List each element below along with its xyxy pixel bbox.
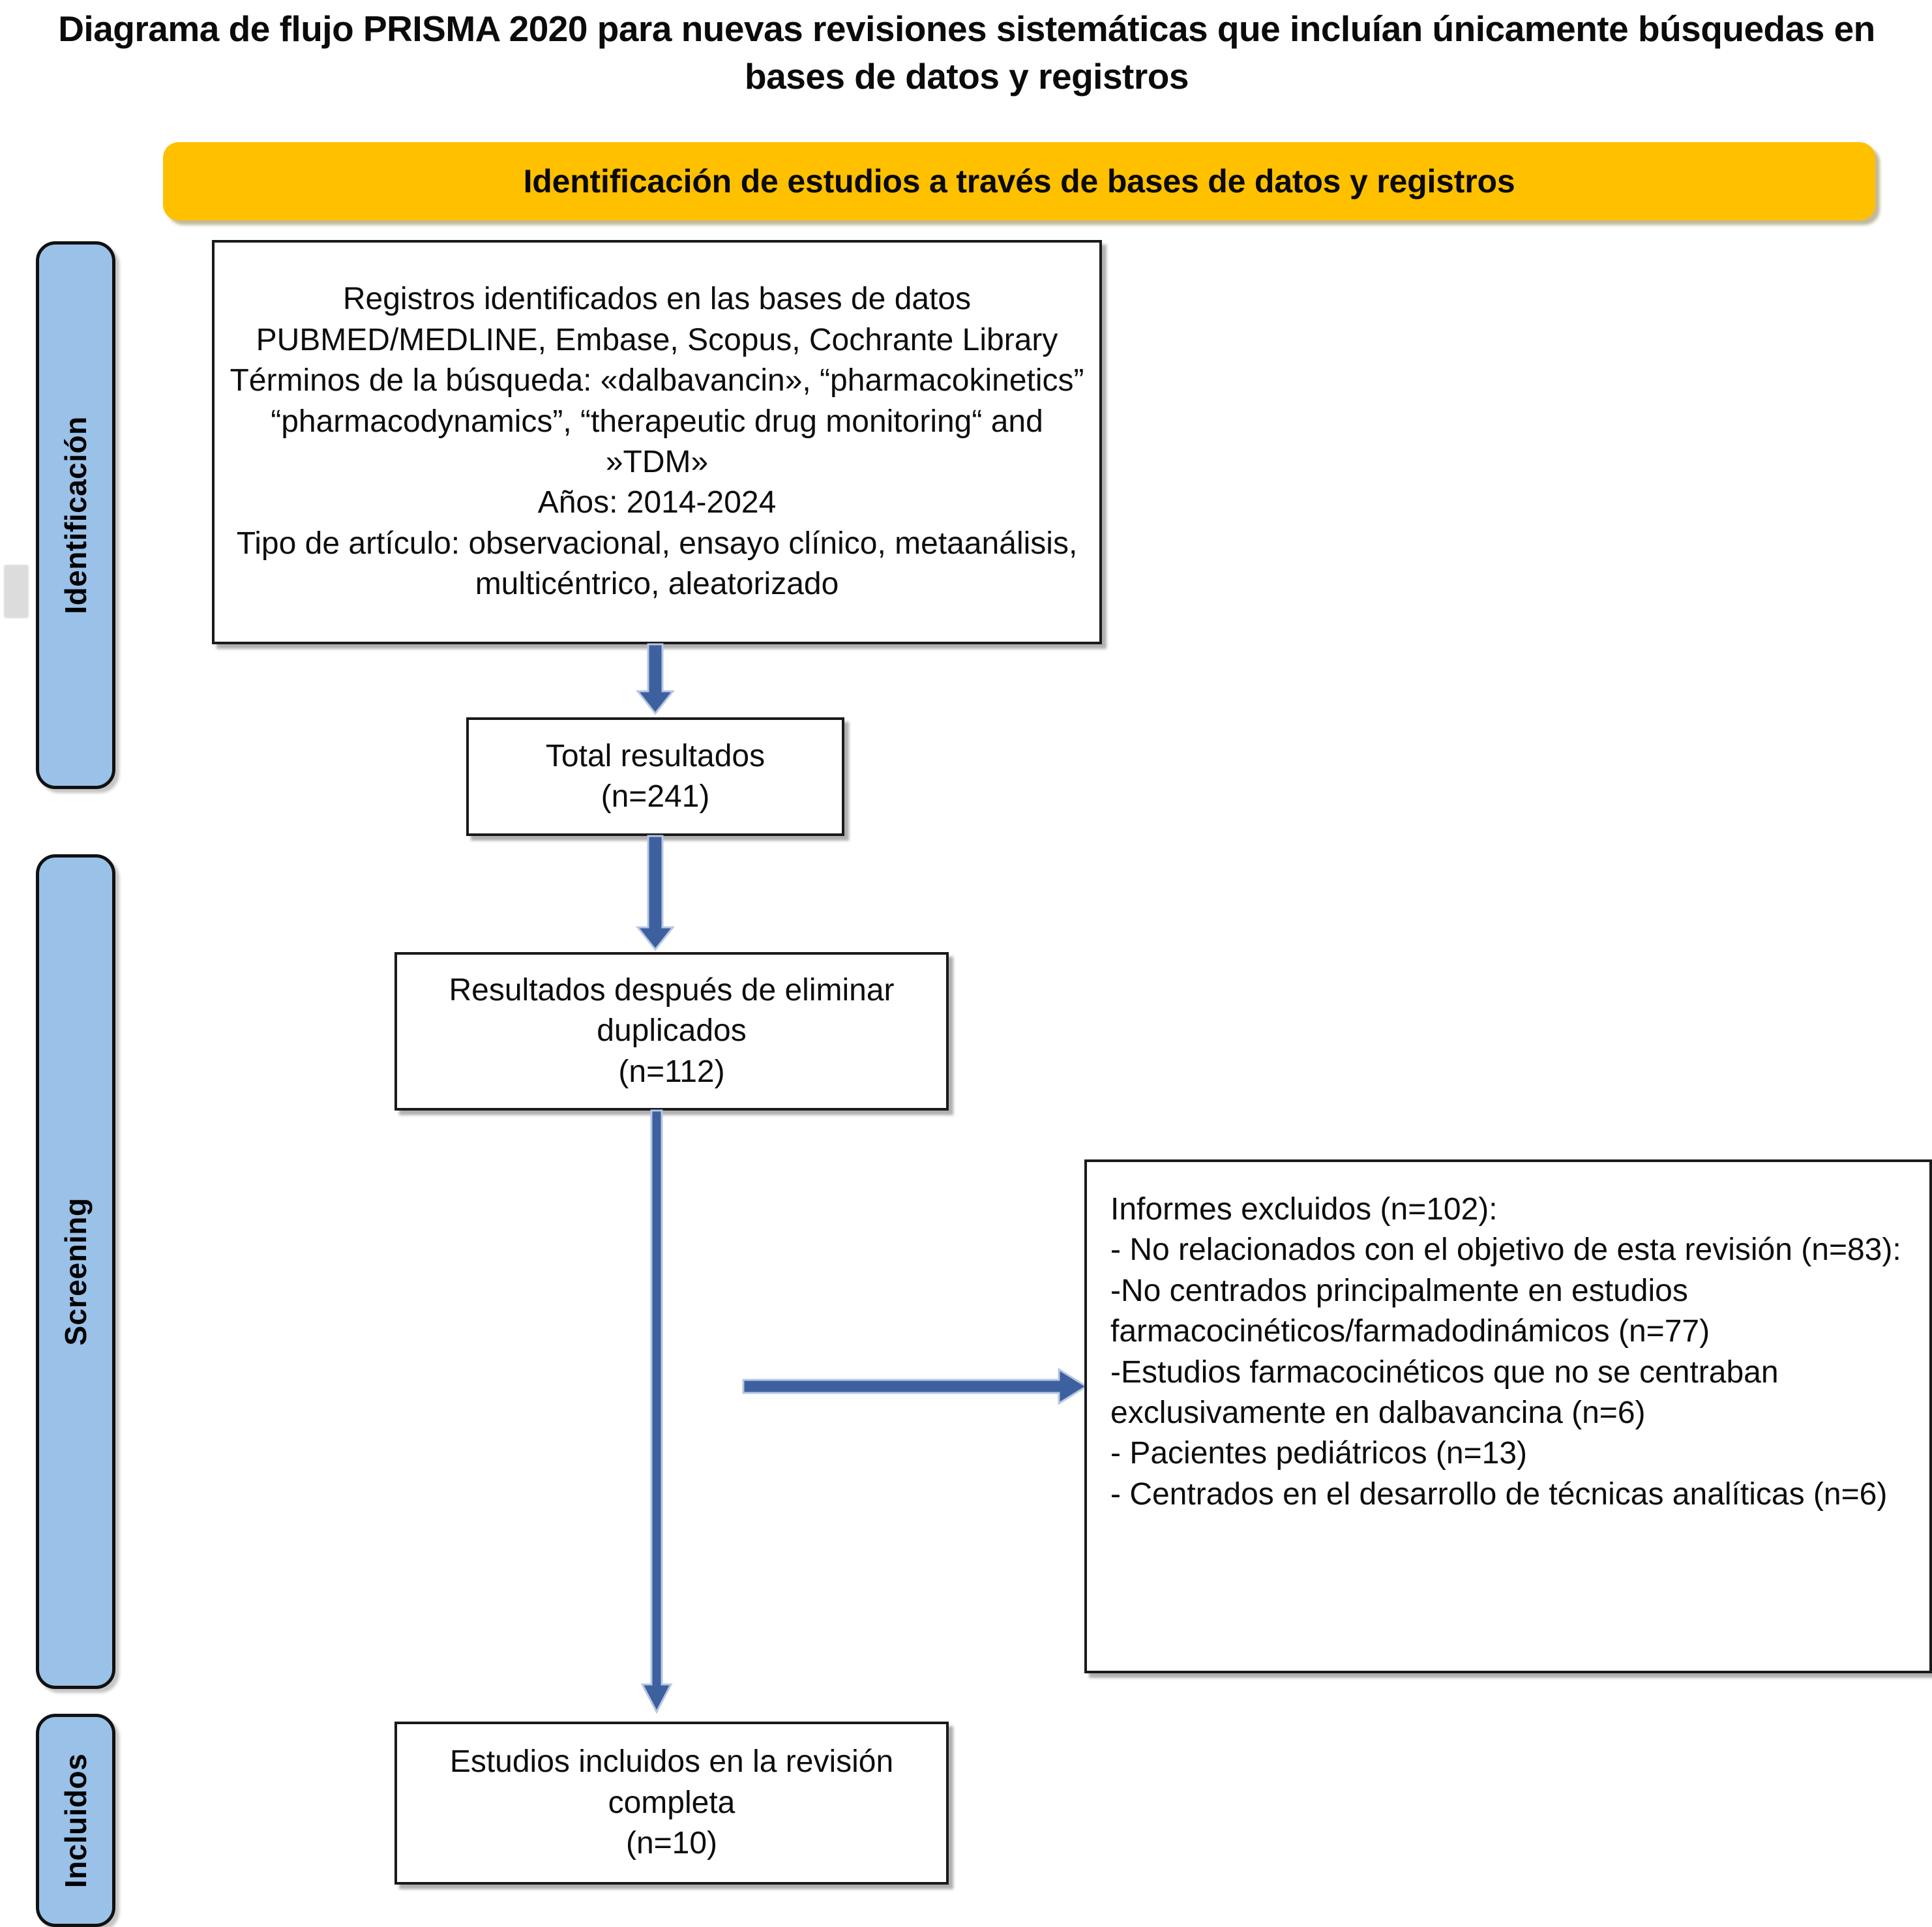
- box-included-studies: Estudios incluidos en la revisión comple…: [394, 1722, 949, 1885]
- identification-banner-label: Identificación de estudios a través de b…: [523, 163, 1515, 200]
- down-arrow-icon: [635, 643, 676, 715]
- down-arrow-icon: [635, 835, 676, 951]
- stage-incluidos-label: Incluidos: [59, 1753, 93, 1888]
- arrow-duplicates-to-included: [636, 1109, 681, 1717]
- stage-identificacion: Identificación: [36, 241, 115, 789]
- box-records-identified-text: Registros identificados en las bases de …: [230, 282, 1084, 602]
- box-total-results: Total resultados (n=241): [466, 717, 844, 836]
- box-excluded-reports: Informes excluidos (n=102): - No relacio…: [1084, 1159, 1932, 1673]
- arrow-total-to-duplicates: [613, 835, 698, 952]
- box-total-results-text: Total resultados (n=241): [545, 738, 765, 814]
- arrow-duplicates-to-excluded: [742, 1362, 1089, 1414]
- identification-banner: Identificación de estudios a través de b…: [163, 142, 1875, 220]
- box-after-duplicates: Resultados después de eliminar duplicado…: [394, 952, 949, 1111]
- figure-title: Diagrama de flujo PRISMA 2020 para nueva…: [58, 8, 1875, 97]
- stage-screening: Screening: [36, 854, 115, 1689]
- box-excluded-reports-text: Informes excluidos (n=102): - No relacio…: [1110, 1192, 1901, 1512]
- stage-screening-label: Screening: [59, 1197, 93, 1346]
- right-arrow-icon: [742, 1367, 1088, 1405]
- stage-incluidos: Incluidos: [36, 1714, 115, 1927]
- box-records-identified: Registros identificados en las bases de …: [212, 240, 1102, 644]
- arrow-records-to-total: [613, 643, 698, 716]
- decorative-gray-chip: [4, 565, 29, 618]
- box-after-duplicates-text: Resultados después de eliminar duplicado…: [449, 972, 895, 1089]
- box-included-studies-text: Estudios incluidos en la revisión comple…: [449, 1744, 894, 1861]
- stage-identificacion-label: Identificación: [59, 416, 93, 614]
- down-arrow-icon: [640, 1109, 673, 1714]
